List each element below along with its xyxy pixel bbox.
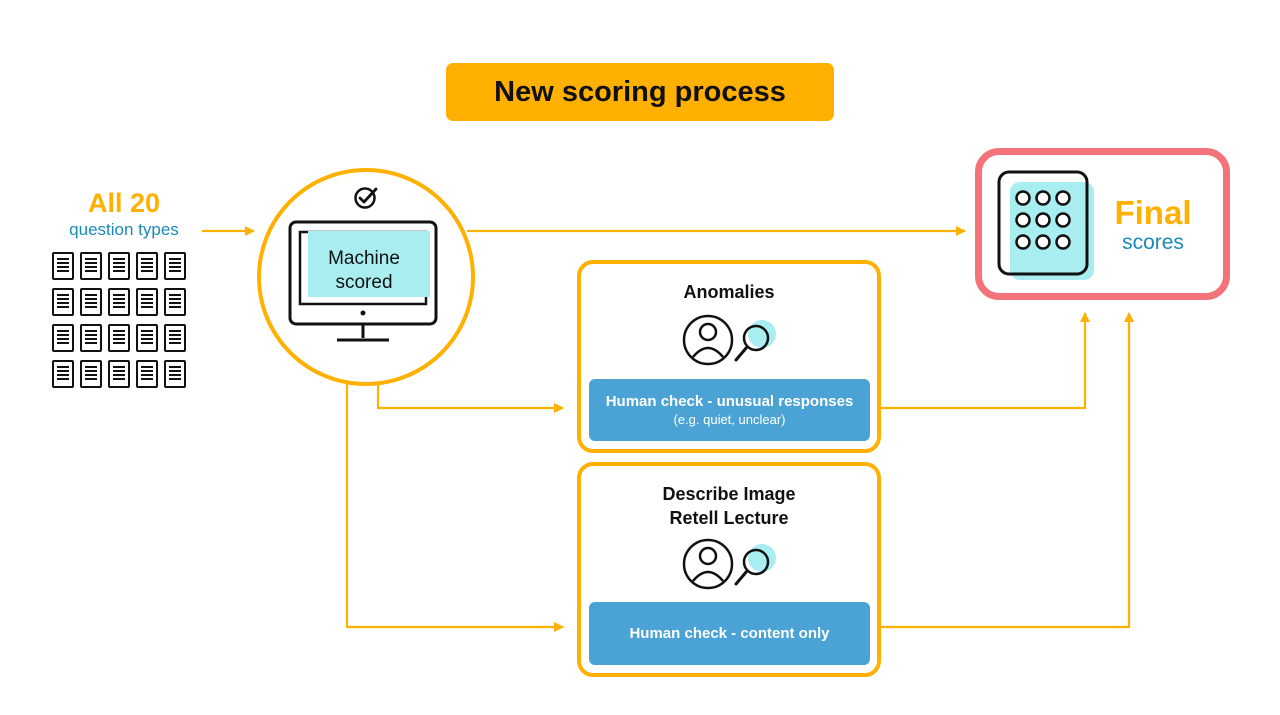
document-icon (108, 252, 130, 280)
arrow-machine-to-content (345, 378, 564, 632)
question-types-label: question types (69, 220, 179, 239)
document-icon (108, 288, 130, 316)
document-icon-grid (52, 252, 192, 388)
document-icon (80, 288, 102, 316)
final-label: Final (1114, 194, 1192, 231)
document-icon (136, 288, 158, 316)
document-icon (80, 324, 102, 352)
document-icon (80, 252, 102, 280)
machine-scored-label: Machine scored (314, 247, 414, 295)
document-icon (108, 324, 130, 352)
anomalies-check-label: Human check - unusual responses (605, 392, 854, 410)
keypad-icon (997, 170, 1094, 280)
anomalies-title: Anomalies (683, 282, 775, 302)
document-icon (52, 324, 74, 352)
document-icon (136, 360, 158, 388)
arrow-machine-to-anomalies (376, 378, 564, 413)
anomalies-check-sub: (e.g. quiet, unclear) (673, 411, 786, 427)
machine-label-line2: scored (335, 272, 393, 293)
document-icon (52, 360, 74, 388)
document-icon (164, 288, 186, 316)
scores-label: scores (1122, 231, 1184, 254)
anomalies-human-check: Human check - unusual responses (e.g. qu… (589, 379, 870, 441)
arrow-anomalies-to-final (880, 312, 1090, 410)
document-icon (136, 324, 158, 352)
person-magnifier-icon (682, 538, 776, 590)
document-icon (52, 288, 74, 316)
person-magnifier-icon (682, 314, 776, 366)
content-title-line2: Retell Lecture (669, 508, 789, 528)
document-icon (164, 324, 186, 352)
document-icon (108, 360, 130, 388)
content-human-check: Human check - content only (589, 602, 870, 665)
computer-monitor-icon (288, 220, 438, 342)
content-check-label: Human check - content only (629, 625, 830, 642)
document-icon (80, 360, 102, 388)
content-title-line1: Describe Image (662, 484, 796, 504)
document-icon (164, 252, 186, 280)
document-icon (52, 252, 74, 280)
document-icon (136, 252, 158, 280)
machine-label-line1: Machine (328, 248, 400, 269)
content-box-title: Describe Image Retell Lecture (577, 482, 881, 530)
checkmark-badge-icon (354, 187, 378, 209)
arrow-content-to-final (880, 312, 1134, 629)
document-icon (164, 360, 186, 388)
diagram-title: New scoring process (446, 63, 834, 121)
question-count-label: All 20 (87, 188, 161, 218)
